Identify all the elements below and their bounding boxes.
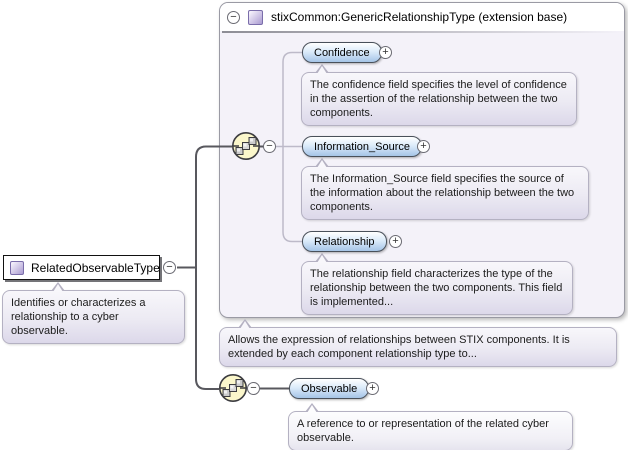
element-related-observable-type[interactable]: RelatedObservableType xyxy=(3,255,160,280)
element-observable[interactable]: Observable xyxy=(289,378,370,399)
annotation-confidence: The confidence field specifies the level… xyxy=(301,64,577,126)
collapse-button[interactable]: − xyxy=(263,140,276,153)
annotation-information-source: The Information_Source field specifies t… xyxy=(301,158,589,220)
collapse-button[interactable]: − xyxy=(247,382,260,395)
collapse-button[interactable]: − xyxy=(227,10,240,24)
sequence-compositor-icon[interactable] xyxy=(231,131,261,161)
annotation-relationship: The relationship field characterizes the… xyxy=(301,253,573,315)
expand-button[interactable]: + xyxy=(417,140,430,153)
expand-button[interactable]: + xyxy=(389,235,402,248)
complextype-icon xyxy=(248,9,263,25)
complextype-icon xyxy=(10,260,24,275)
element-confidence[interactable]: Confidence xyxy=(302,42,382,63)
extension-base-title: stixCommon:GenericRelationshipType (exte… xyxy=(271,10,568,24)
extension-base-header: − stixCommon:GenericRelationshipType (ex… xyxy=(220,3,624,31)
annotation-observable: A reference to or representation of the … xyxy=(288,403,573,450)
header-divider xyxy=(222,31,622,33)
sequence-compositor-icon[interactable] xyxy=(218,373,248,403)
element-relationship[interactable]: Relationship xyxy=(302,231,387,252)
annotation-extension-base: Allows the expression of relationships b… xyxy=(219,319,617,367)
expand-button[interactable]: + xyxy=(366,382,379,395)
element-information-source[interactable]: Information_Source xyxy=(302,136,422,157)
root-element-label: RelatedObservableType xyxy=(31,260,160,275)
annotation-root-element: Identifies or characterizes a relationsh… xyxy=(2,282,185,344)
collapse-button[interactable]: − xyxy=(163,261,176,274)
expand-button[interactable]: + xyxy=(379,46,392,59)
